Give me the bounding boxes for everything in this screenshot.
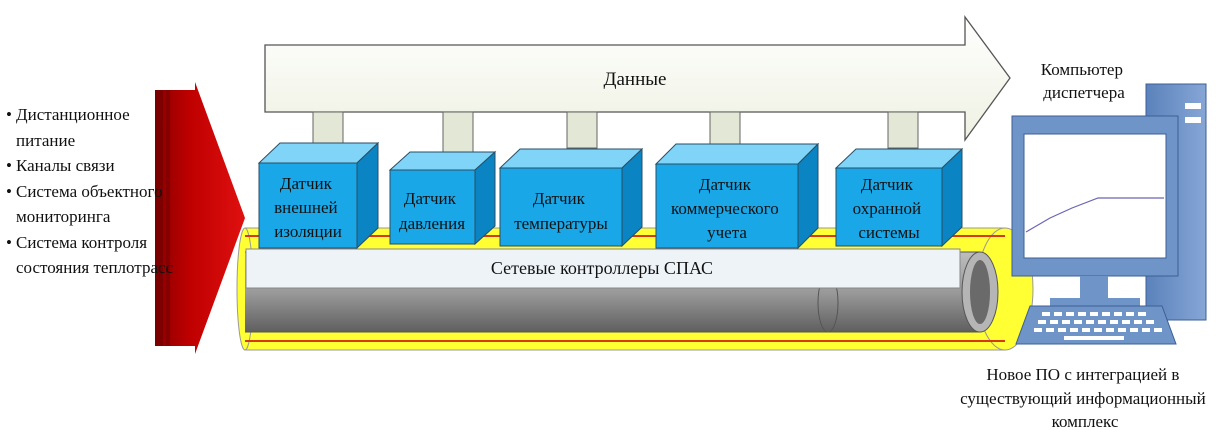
computer-icon	[1011, 83, 1207, 345]
controller-bar: Сетевые контроллеры СПАС	[245, 248, 961, 289]
sensor-2-line2: давления	[399, 214, 465, 233]
sensor-box-4: Датчик коммерческого учета	[654, 142, 820, 250]
input-list-item: Каналы связи	[6, 153, 174, 179]
software-label: Новое ПО с интеграцией в существующий ин…	[960, 365, 1210, 430]
sensor-2-line1: Датчик	[404, 189, 457, 208]
sensor-1-line2: внешней	[274, 198, 338, 217]
sensor-box-2: Датчик давления	[388, 150, 497, 246]
sensor-box-3: Датчик температуры	[498, 147, 644, 248]
svg-text:Датчик температуры: Датчик температуры	[514, 189, 608, 233]
computer-label-line1: Компьютер	[1041, 60, 1123, 79]
sensor-box-1: Датчик внешней изоляции	[257, 141, 380, 250]
sensor-3-line1: Датчик	[533, 189, 586, 208]
sensor-5-line2: охранной	[853, 199, 921, 218]
svg-text:Датчик давления: Датчик давления	[399, 189, 465, 233]
computer-label: Компьютер диспетчера	[1041, 60, 1127, 102]
input-list-item: Дистанционное питание	[6, 102, 174, 153]
data-arrow: Данные	[264, 15, 1011, 143]
sensor-4-line3: учета	[707, 223, 747, 242]
svg-text:Датчик коммерческого: Датчик коммерческого учета	[671, 175, 783, 242]
sensor-5-line3: системы	[858, 223, 920, 242]
software-label-line1: Новое ПО с интеграцией в	[986, 365, 1179, 384]
svg-text:Датчик внешней изо: Датчик внешней изоляции	[274, 174, 342, 241]
sensor-box-5: Датчик охранной системы	[834, 147, 964, 248]
sensor-4-line2: коммерческого	[671, 199, 779, 218]
sensor-4-line1: Датчик	[699, 175, 752, 194]
software-label-line2: существующий информационный	[960, 389, 1206, 408]
sensor-1-line1: Датчик	[280, 174, 333, 193]
svg-text:Датчик охранной си: Датчик охранной системы	[853, 175, 926, 242]
sensor-3-line2: температуры	[514, 214, 608, 233]
sensor-1-line3: изоляции	[274, 222, 342, 241]
input-list-item: Система контроля состояния теплотрасс	[6, 230, 174, 281]
data-arrow-label: Данные	[604, 69, 667, 90]
input-list-item: Система объектного мониторинга	[6, 179, 174, 230]
controller-label: Сетевые контроллеры СПАС	[491, 258, 713, 278]
sensor-connectors	[312, 111, 919, 153]
computer-label-line2: диспетчера	[1043, 83, 1125, 102]
input-list: Дистанционное питание Каналы связи Систе…	[6, 102, 174, 281]
sensor-5-line1: Датчик	[861, 175, 914, 194]
software-label-line3: комплекс	[1052, 412, 1119, 430]
